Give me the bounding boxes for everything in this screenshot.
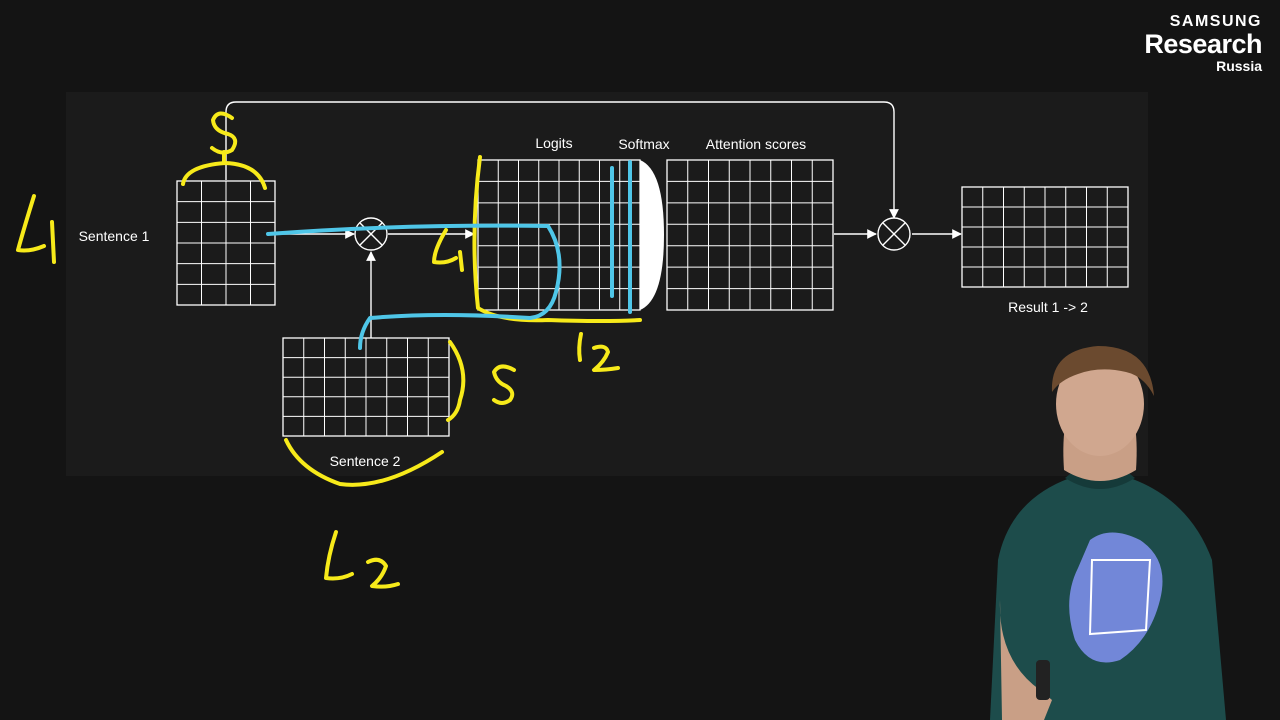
handwritten-cyan-loop xyxy=(266,223,562,350)
handwritten-s-top xyxy=(210,111,238,164)
yellow-annotations xyxy=(16,111,642,589)
softmax-block xyxy=(640,160,664,310)
handwritten-brace-bottom xyxy=(284,438,444,487)
handwritten-l1-left xyxy=(16,194,56,264)
handwritten-brace-sentence2 xyxy=(446,340,466,422)
handwritten-l2-bottom xyxy=(324,530,400,589)
handwritten-s-right xyxy=(492,364,516,405)
result-label: Result 1 -> 2 xyxy=(1008,299,1088,315)
handwritten-l2-logits xyxy=(577,332,620,372)
sentence-2-label: Sentence 2 xyxy=(330,453,401,469)
handwritten-l1-logits xyxy=(432,228,464,272)
attention-scores-matrix xyxy=(666,159,834,311)
handwritten-brace-top xyxy=(181,161,267,190)
sentence-2-matrix xyxy=(282,337,450,437)
result-matrix xyxy=(961,186,1129,288)
attention-scores-label: Attention scores xyxy=(706,136,806,152)
sentence-1-matrix xyxy=(176,180,276,306)
logo-line-2: Research xyxy=(1144,29,1262,59)
cyan-annotations xyxy=(266,160,632,350)
multiply-operator-1 xyxy=(354,217,388,251)
presenter xyxy=(990,346,1226,720)
flow-arrows xyxy=(225,101,962,338)
logits-label: Logits xyxy=(535,135,572,151)
multiply-operator-2 xyxy=(877,217,911,251)
logo-line-1: SAMSUNG xyxy=(1169,13,1262,30)
softmax-label: Softmax xyxy=(618,136,669,152)
sentence-1-label: Sentence 1 xyxy=(79,228,150,244)
samsung-research-logo: SAMSUNG Research Russia xyxy=(1144,13,1262,74)
logo-line-3: Russia xyxy=(1216,58,1262,74)
